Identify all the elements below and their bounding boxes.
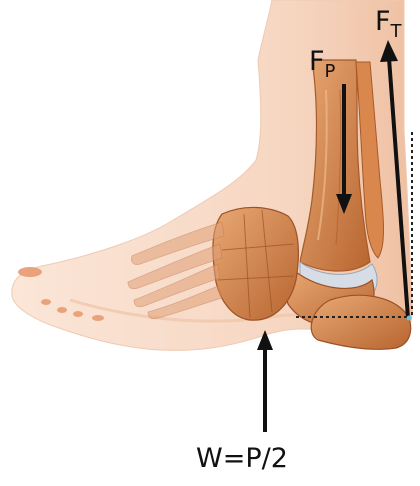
midfoot-bones	[213, 207, 298, 320]
toenail	[57, 307, 67, 313]
toenail	[41, 299, 51, 305]
toenail	[18, 267, 42, 277]
ground-reaction-arrow	[257, 330, 273, 432]
toenail	[92, 315, 104, 321]
tendon-force-subscript: T	[390, 21, 403, 42]
ground-reaction-label: W=P/2	[196, 443, 288, 474]
toenail	[73, 311, 83, 317]
leg-force-subscript: P	[325, 61, 336, 82]
